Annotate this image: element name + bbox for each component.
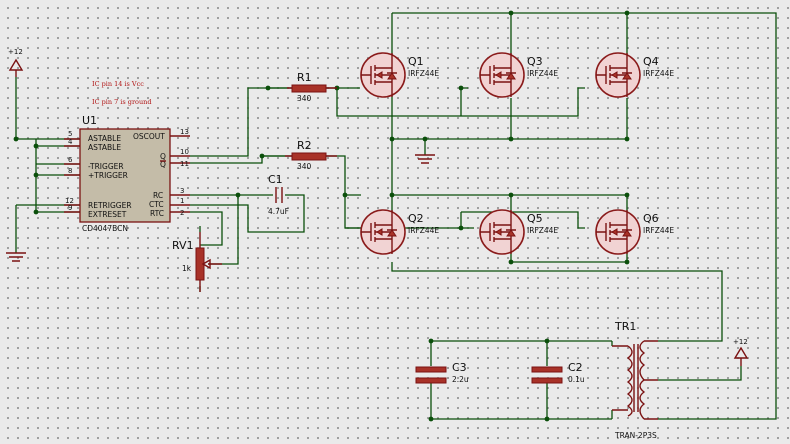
mosfet-arrow-icon	[611, 228, 632, 237]
ic-pin-number: 9	[68, 204, 72, 212]
capacitor-ref: C1	[268, 173, 283, 186]
ic-part: CD4047BCN	[82, 224, 128, 233]
capacitor-ref: C2	[568, 361, 583, 374]
capacitor-c2[interactable]: C2 0.1u	[531, 361, 585, 384]
ic-pin-number: 4	[68, 138, 73, 146]
mosfet-part: IRFZ44E	[408, 69, 439, 78]
ic-pin-label: CTC	[149, 200, 164, 209]
mosfet-part: IRFZ44E	[643, 69, 674, 78]
capacitor-c1[interactable]: C1 4.7uF	[268, 173, 289, 216]
resistor-r1[interactable]: R1 340	[287, 71, 337, 103]
mosfet-part: IRFZ44E	[527, 226, 558, 235]
mosfet-arrow-icon	[495, 71, 516, 80]
junction-dots	[13, 10, 630, 422]
ground-left-icon	[6, 252, 26, 262]
resistor-value: 340	[297, 162, 312, 171]
ic-pin-number: 12	[65, 197, 74, 205]
mosfet-ref: Q6	[643, 212, 659, 225]
ic-pin-label: ASTABLE	[88, 134, 121, 143]
ic-pin-label: RETRIGGER	[88, 201, 132, 210]
ic-pin-label: Q	[160, 152, 166, 161]
mosfet-arrow-icon	[376, 228, 397, 237]
mosfet-ref: Q1	[408, 55, 424, 68]
resistor-r2[interactable]: R2 340	[285, 139, 337, 171]
potentiometer-rv1[interactable]: RV1 1k	[172, 232, 222, 292]
pot-value: 1k	[182, 264, 192, 273]
mosfet-part: IRFZ44E	[408, 226, 439, 235]
mosfet-arrow-icon	[495, 228, 516, 237]
ic-pin-number: 2	[180, 209, 184, 217]
ic-pin-label: RC	[153, 191, 163, 200]
resistor-ref: R1	[297, 71, 312, 84]
transformer-tr1[interactable]: TR1 TRAN-2P3S	[612, 320, 658, 440]
capacitor-value: 0.1u	[568, 375, 585, 384]
ic-pin-number: 10	[180, 148, 189, 156]
ic-ref: U1	[82, 114, 97, 127]
ic-body	[79, 128, 171, 223]
ic-pin-label: RTC	[150, 209, 164, 218]
ic-u1[interactable]: U1 CD4047BCN ASTABLE ASTABLE -TRIGGER +T…	[64, 114, 190, 233]
transformer-part: TRAN-2P3S	[614, 431, 657, 440]
ic-pin-label: Q	[160, 160, 166, 169]
ic-pin-label: OSCOUT	[133, 132, 165, 141]
capacitor-ref: C3	[452, 361, 467, 374]
mosfet-ref: Q2	[408, 212, 424, 225]
pot-ref: RV1	[172, 239, 194, 252]
mosfet-arrow-icon	[376, 71, 397, 80]
ic-pin-label: +TRIGGER	[88, 171, 128, 180]
ground-mid-icon	[415, 154, 435, 164]
power-left-label: +12	[8, 48, 23, 56]
mosfet-ref: Q5	[527, 212, 543, 225]
ic-pin-number: 1	[180, 197, 184, 205]
mosfet-group: Q1IRFZ44EQ3IRFZ44EQ4IRFZ44EQ2IRFZ44EQ5IR…	[360, 52, 674, 255]
note-vcc: IC pin 14 is Vcc	[92, 80, 144, 88]
mosfet-ref: Q4	[643, 55, 659, 68]
note-ground: IC pin 7 is ground	[92, 98, 152, 106]
ic-pin-number: 11	[180, 160, 189, 168]
ic-pin-number: 3	[180, 187, 184, 195]
mosfet-part: IRFZ44E	[527, 69, 558, 78]
transformer-ref: TR1	[614, 320, 636, 333]
mosfet-arrow-icon	[611, 71, 632, 80]
mosfet-part: IRFZ44E	[643, 226, 674, 235]
ic-pin-number: 5	[68, 130, 72, 138]
resistor-value: 340	[297, 94, 312, 103]
ic-pin-number: 8	[68, 167, 72, 175]
resistor-ref: R2	[297, 139, 312, 152]
power-right-label: +12	[733, 338, 748, 346]
power-left: +12	[8, 48, 24, 77]
mosfet-ref: Q3	[527, 55, 543, 68]
ic-pin-label: -TRIGGER	[88, 162, 124, 171]
power-right: +12	[733, 338, 749, 366]
capacitor-c3[interactable]: C3 2.2u	[415, 361, 469, 384]
ic-pin-label: ASTABLE	[88, 143, 121, 152]
resistor-body	[291, 152, 327, 161]
ic-pin-label: EXTRESET	[88, 210, 127, 219]
capacitor-value: 4.7uF	[268, 207, 289, 216]
ic-pin-number: 13	[180, 128, 189, 136]
capacitor-value: 2.2u	[452, 375, 469, 384]
resistor-body	[291, 84, 327, 93]
ic-pin-number: 6	[68, 156, 73, 164]
